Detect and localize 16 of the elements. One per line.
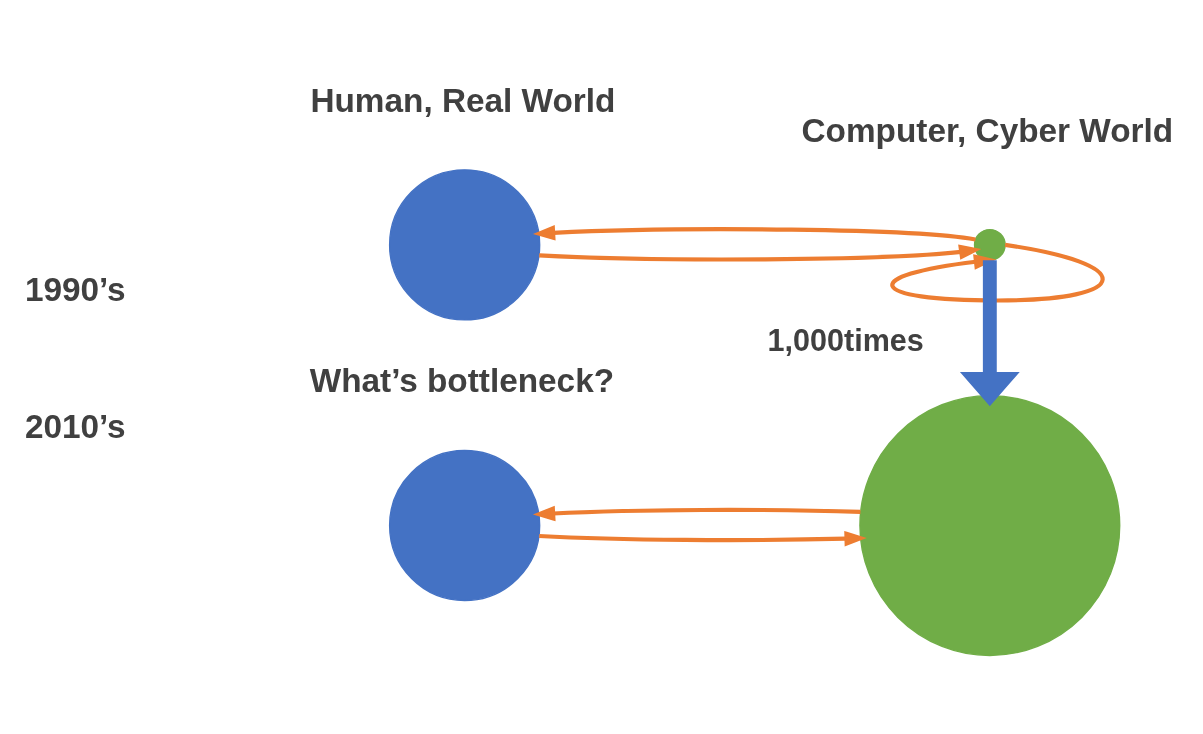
arrow xyxy=(539,530,867,547)
node-circle xyxy=(388,449,541,601)
arrow xyxy=(532,505,861,521)
arrow xyxy=(532,224,976,242)
node-circle xyxy=(388,168,541,321)
label: 2010’s xyxy=(24,407,126,445)
arrow xyxy=(891,242,1104,303)
node-circle xyxy=(859,394,1121,656)
node-circle xyxy=(973,228,1006,261)
label: 1990’s xyxy=(24,270,126,308)
arrow xyxy=(959,259,1020,406)
label: Computer, Cyber World xyxy=(801,111,1174,149)
label: Human, Real World xyxy=(310,81,616,119)
arrow xyxy=(539,243,982,262)
edge-label: 1,000times xyxy=(767,322,924,357)
label: What’s bottleneck? xyxy=(309,361,615,399)
